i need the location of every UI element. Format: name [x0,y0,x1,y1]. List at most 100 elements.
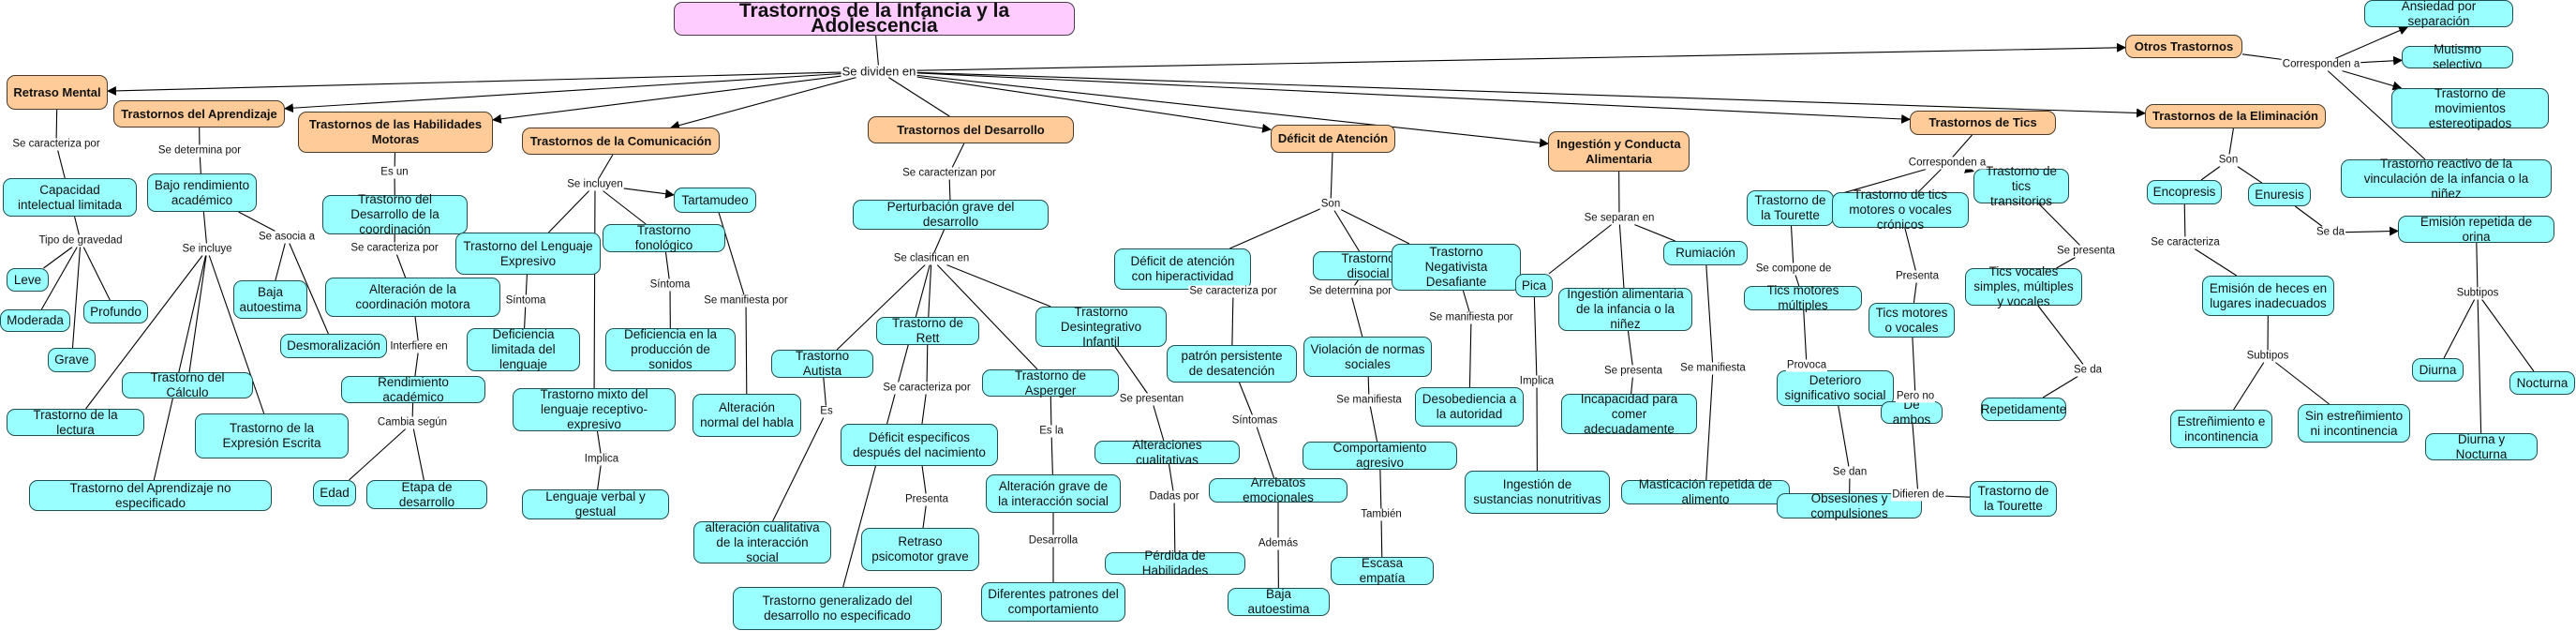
concept-ansiedad-separacion[interactable]: Ansiedad por separación [2364,0,2513,28]
concept-tartamudeo[interactable]: Tartamudeo [674,188,756,213]
category-aprendizaje[interactable]: Trastornos del Aprendizaje [113,100,285,128]
concept-alteracion-coordinacion[interactable]: Alteración de la coordinación motora [325,278,500,317]
concept-desmoralizacion[interactable]: Desmoralización [280,334,387,358]
concept-edad[interactable]: Edad [313,480,356,506]
concept-tourette[interactable]: Trastorno de la Tourette [1747,190,1834,226]
concept-tics-motores-multiples[interactable]: Tics motores múltiples [1744,283,1862,312]
concept-etapa-desarrollo[interactable]: Etapa de desarrollo [366,480,487,509]
concept-tics-cronicos[interactable]: Trastorno de tics motores o vocales crón… [1832,188,1969,232]
concept-diurna-nocturna[interactable]: Diurna y Nocturna [2425,432,2538,461]
concept-escasa-empatia[interactable]: Escasa empatía [1331,556,1434,585]
root-title-node[interactable]: Trastornos de la Infancia y la Adolescen… [674,1,1075,36]
concept-grave[interactable]: Grave [48,348,96,372]
concept-incapacidad-comer[interactable]: Incapacidad para comer adecuadamente [1561,392,1697,436]
concept-rendimiento-academico[interactable]: Rendimiento académico [341,375,485,404]
concept-lenguaje-expresivo[interactable]: Trastorno del Lenguaje Expresivo [455,233,601,275]
concept-encopresis[interactable]: Encopresis [2147,180,2222,204]
concept-baja-autoestima-2[interactable]: Baja autoestima [1228,587,1330,616]
concept-sin-estrenimiento[interactable]: Sin estreñimiento ni incontinencia [2298,404,2410,443]
concept-trastorno-reactivo[interactable]: Trastorno reactivo de la vinculación de … [2341,157,2552,201]
concept-mutismo-selectivo[interactable]: Mutismo selectivo [2402,42,2513,71]
concept-ingestion-alimentaria[interactable]: Ingestión alimentaria de la infancia o l… [1558,287,1692,331]
connector-line [916,42,2126,71]
concept-arrebatos-emocionales[interactable]: Arrebatos emocionales [1209,475,1348,504]
connector-line [948,179,951,201]
concept-deficiencia-produccion[interactable]: Deficiencia en la producción de sonidos [605,327,736,371]
concept-enuresis[interactable]: Enuresis [2248,183,2311,206]
concept-desobediencia-autoridad[interactable]: Desobediencia a la autoridad [1415,387,1524,427]
category-retraso-mental[interactable]: Retraso Mental [7,75,108,110]
concept-comportamiento-agresivo[interactable]: Comportamiento agresivo [1303,441,1457,470]
concept-violacion-normas[interactable]: Violación de normas sociales [1303,337,1432,377]
concept-diferentes-patrones[interactable]: Diferentes patrones del comportamiento [981,582,1125,622]
concept-estrenimiento-incontinencia[interactable]: Estreñimiento e incontinencia [2170,410,2272,448]
concept-perdida-habilidades[interactable]: Pérdida de Habilidades [1105,548,1245,578]
concept-trastorno-autista[interactable]: Trastorno Autista [771,349,873,378]
connector-line [2037,305,2084,365]
category-eliminacion[interactable]: Trastornos de la Eliminación [2145,104,2326,128]
category-habilidades-motoras[interactable]: Trastornos de las Habilidades Motoras [298,112,493,153]
link-label: Se determina por [1307,285,1393,298]
concept-desarrollo-coordinacion[interactable]: Trastorno del Desarrollo de la coordinac… [322,192,468,236]
concept-deficiencia-limitada[interactable]: Deficiencia limitada del lenguaje [467,327,580,371]
connector-line [823,377,826,406]
concept-alteracion-habla[interactable]: Alteración normal del habla [692,394,801,437]
concept-bajo-rendimiento[interactable]: Bajo rendimiento académico [147,173,257,212]
concept-repetidamente[interactable]: Repetidamente [1981,398,2066,421]
concept-masticacion-repetida[interactable]: Masticación repetida de alimento [1621,477,1790,506]
concept-tics-motores-vocales[interactable]: Tics motores o vocales [1869,303,1955,338]
connector-line [2477,299,2482,434]
connector-line [82,247,111,301]
concept-retraso-psicomotor[interactable]: Retraso psicomotor grave [861,528,979,571]
concept-moderada[interactable]: Moderada [0,309,70,332]
connector-line [2228,128,2234,155]
concept-nocturna[interactable]: Nocturna [2509,371,2575,395]
concept-rumiacion[interactable]: Rumiación [1663,241,1748,265]
concept-trastorno-calculo[interactable]: Trastorno del Cálculo [122,370,253,399]
category-desarrollo[interactable]: Trastornos del Desarrollo [868,116,1074,143]
category-tics[interactable]: Trastornos de Tics [1910,111,2056,135]
concept-leve[interactable]: Leve [7,268,49,292]
concept-trastorno-lectura[interactable]: Trastorno de la lectura [7,408,144,437]
concept-baja-autoestima[interactable]: Baja autoestima [233,280,307,319]
concept-deficit-especificos[interactable]: Déficit especificos después del nacimien… [841,424,998,466]
concept-capacidad-intelectual[interactable]: Capacidad intelectual limitada [3,178,137,217]
concept-aprendizaje-no-especificado[interactable]: Trastorno del Aprendizaje no especificad… [29,480,272,511]
concept-expresion-escrita[interactable]: Trastorno de la Expresión Escrita [195,413,349,458]
concept-alteraciones-cualitativas[interactable]: Alteraciones cualitativas [1094,438,1240,467]
concept-tgd-no-especificado[interactable]: Trastorno generalizado del desarrollo no… [733,587,942,630]
concept-patron-desatencion[interactable]: patrón persistente de desatención [1167,345,1297,383]
concept-tourette-2[interactable]: Trastorno de la Tourette [1970,481,2057,517]
concept-emision-heces[interactable]: Emisión de heces en lugares inadecuados [2202,276,2334,316]
connector-line [43,247,73,269]
connector-line [1333,210,1361,252]
concept-tdah[interactable]: Déficit de atención con hiperactividad [1114,248,1251,290]
category-ingestion[interactable]: Ingestión y Conducta Alimentaria [1548,131,1690,172]
concept-tics-transitorios[interactable]: Trastorno de tics transitorios [1973,164,2069,208]
concept-profundo[interactable]: Profundo [83,300,148,323]
connector-line [1367,376,1370,395]
concept-deterioro-social[interactable]: Deterioro significativo social [1777,370,1894,406]
concept-alteracion-cualitativa-social[interactable]: alteración cualitativa de la interacción… [693,520,831,564]
category-deficit-atencion[interactable]: Déficit de Atención [1271,125,1395,153]
link-label: Se incluyen [566,178,624,191]
concept-trastorno-mixto[interactable]: Trastorno mixto del lenguaje receptivo-e… [513,387,676,431]
concept-pica[interactable]: Pica [1515,274,1553,297]
concept-lenguaje-verbal-gestual[interactable]: Lenguaje verbal y gestual [522,489,669,519]
category-otros-trastornos[interactable]: Otros Trastornos [2125,35,2242,58]
concept-tics-vocales[interactable]: Tics vocales simples, múltiples y vocale… [1965,264,2082,308]
concept-diurna[interactable]: Diurna [2412,358,2464,382]
concept-perturbacion-grave[interactable]: Perturbación grave del desarrollo [853,200,1049,230]
category-comunicacion[interactable]: Trastornos de la Comunicación [522,128,720,155]
concept-alteracion-grave-interaccion[interactable]: Alteración grave de la interacción socia… [986,474,1121,513]
connector-line [936,264,1038,370]
concept-emision-orina[interactable]: Emisión repetida de orina [2398,215,2554,244]
concept-negativista-desafiante[interactable]: Trastorno Negativista Desafiante [1392,244,1521,291]
concept-trastorno-asperger[interactable]: Trastorno de Asperger [982,368,1119,398]
concept-movimientos-estereotipados[interactable]: Trastorno de movimientos estereotipados [2391,86,2549,130]
concept-trastorno-rett[interactable]: Trastorno de Rett [876,316,979,345]
concept-trastorno-desintegrativo[interactable]: Trastorno Desintegrativo Infantil [1035,305,1167,349]
concept-de-ambos[interactable]: De ambos [1881,398,1943,427]
concept-trastorno-fonologico[interactable]: Trastorno fonológico [603,223,725,252]
concept-sustancias-nonutritivas[interactable]: Ingestión de sustancias nonutritivas [1465,471,1610,514]
